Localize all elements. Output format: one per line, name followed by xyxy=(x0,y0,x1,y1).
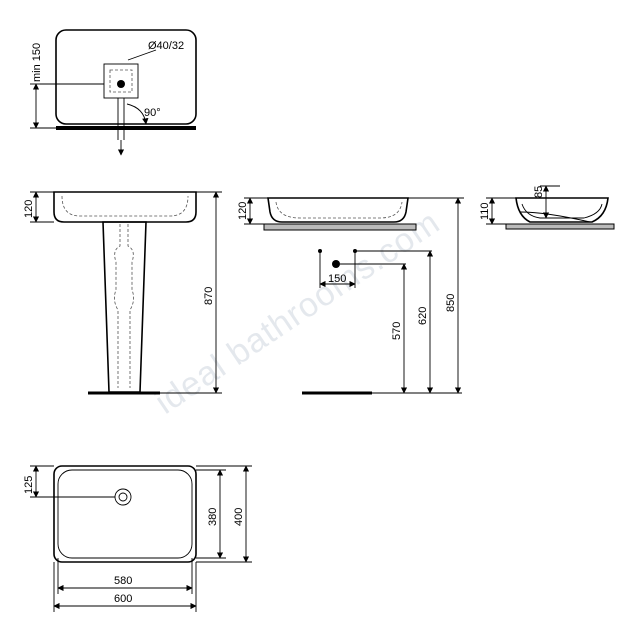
plan-waste-inner xyxy=(118,492,128,502)
front-elevation: 120 870 xyxy=(23,191,222,395)
plan-waste-outer xyxy=(114,488,132,506)
waste-plate xyxy=(103,63,139,99)
dim-85: 85 xyxy=(533,186,545,198)
basin-side xyxy=(267,197,409,223)
pedestal xyxy=(102,221,147,393)
basin-plan-inner xyxy=(57,469,193,559)
section-view: 85 110 xyxy=(479,185,615,230)
side-elevation: 150 120 570 620 850 xyxy=(237,197,464,395)
dim-380: 380 xyxy=(207,508,219,526)
countertop xyxy=(263,223,417,231)
waste-outlet xyxy=(332,260,340,268)
dim-580: 580 xyxy=(114,575,132,587)
basin-plan-outer xyxy=(53,465,197,563)
basin-outline-top xyxy=(55,29,197,125)
dim-120-side: 120 xyxy=(237,202,249,220)
dim-110: 110 xyxy=(479,202,491,220)
trap-right xyxy=(127,224,134,388)
countertop-section xyxy=(505,223,615,230)
basin-section xyxy=(515,197,609,223)
dim-850: 850 xyxy=(445,294,457,312)
dim-400: 400 xyxy=(233,508,245,526)
dim-620: 620 xyxy=(417,307,429,325)
watermark: ideal bathrooms.com xyxy=(148,203,447,422)
plan-view: 125 380 400 580 600 xyxy=(23,465,252,612)
dim-150: 150 xyxy=(328,273,346,285)
wall-mount-view: min 150 Ø40/32 90° xyxy=(30,29,197,156)
dim-870: 870 xyxy=(203,287,215,305)
dim-angle: 90° xyxy=(144,107,161,119)
dim-min150: min 150 xyxy=(31,43,43,82)
basin-front xyxy=(53,191,197,223)
angle-arrow xyxy=(126,103,149,125)
trap-left xyxy=(114,224,121,388)
dim-waste: Ø40/32 xyxy=(148,40,184,52)
dim-570: 570 xyxy=(391,322,403,340)
dim-600: 600 xyxy=(114,593,132,605)
dim-120-front: 120 xyxy=(23,200,35,218)
waste-hole xyxy=(117,80,125,88)
dim-125: 125 xyxy=(23,476,35,494)
